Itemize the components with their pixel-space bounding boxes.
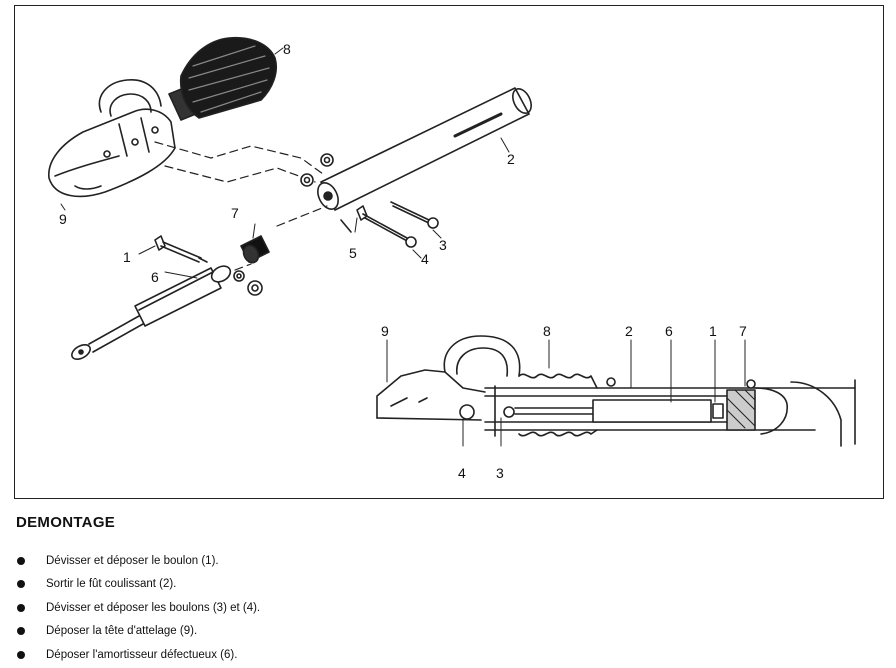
bullet-icon	[17, 556, 25, 565]
assembly-guide-lines	[154, 141, 328, 271]
callout-4: 4	[421, 251, 429, 267]
step-list: Dévisser et déposer le boulon (1). Sorti…	[16, 549, 260, 667]
step-item: Déposer la tête d'attelage (9).	[16, 620, 260, 644]
step-text: Déposer l'amortisseur défectueux (6).	[46, 648, 238, 661]
figure-frame: 8 2 9 7 1 6 5 3 4 9 8 2 6 1 7 4 3	[14, 5, 884, 499]
bullet-icon	[17, 627, 25, 636]
bellows	[168, 36, 277, 121]
bushing	[240, 235, 270, 264]
section-callout-4: 4	[458, 465, 466, 481]
bullet-icon	[17, 580, 25, 589]
cross-section	[376, 335, 856, 447]
step-text: Sortir le fût coulissant (2).	[46, 578, 177, 591]
section-callout-3: 3	[496, 465, 504, 481]
shock-absorber	[71, 265, 232, 361]
drawbar-tube	[317, 87, 532, 233]
section-callout-2: 2	[625, 323, 633, 339]
section-callout-9: 9	[381, 323, 389, 339]
bullet-icon	[17, 650, 25, 659]
step-item: Déposer l'amortisseur défectueux (6).	[16, 643, 260, 667]
callout-6: 6	[151, 269, 159, 285]
callout-9: 9	[59, 211, 67, 227]
callout-3: 3	[439, 237, 447, 253]
callout-1: 1	[123, 249, 131, 265]
step-item: Dévisser et déposer les boulons (3) et (…	[16, 596, 260, 620]
coupling-head	[48, 79, 176, 198]
section-callout-8: 8	[543, 323, 551, 339]
step-item: Dévisser et déposer le boulon (1).	[16, 549, 260, 573]
callout-5: 5	[349, 245, 357, 261]
bullet-icon	[17, 603, 25, 612]
bolt-1	[154, 235, 208, 263]
callout-7: 7	[231, 205, 239, 221]
callout-2: 2	[507, 151, 515, 167]
callout-8: 8	[283, 41, 291, 57]
section-callout-7: 7	[739, 323, 747, 339]
step-text: Déposer la tête d'attelage (9).	[46, 625, 198, 638]
section-title: DEMONTAGE	[16, 514, 116, 531]
section-callout-6: 6	[665, 323, 673, 339]
step-text: Dévisser et déposer le boulon (1).	[46, 554, 219, 567]
step-item: Sortir le fût coulissant (2).	[16, 573, 260, 597]
section-callout-1: 1	[709, 323, 717, 339]
nuts	[233, 153, 334, 296]
bolts-3-4-5	[356, 201, 439, 248]
exploded-diagram: 8 2 9 7 1 6 5 3 4 9 8 2 6 1 7 4 3	[48, 36, 856, 481]
leader-lines	[60, 47, 510, 279]
callouts: 8 2 9 7 1 6 5 3 4 9 8 2 6 1 7 4 3	[59, 41, 747, 481]
step-text: Dévisser et déposer les boulons (3) et (…	[46, 601, 261, 614]
